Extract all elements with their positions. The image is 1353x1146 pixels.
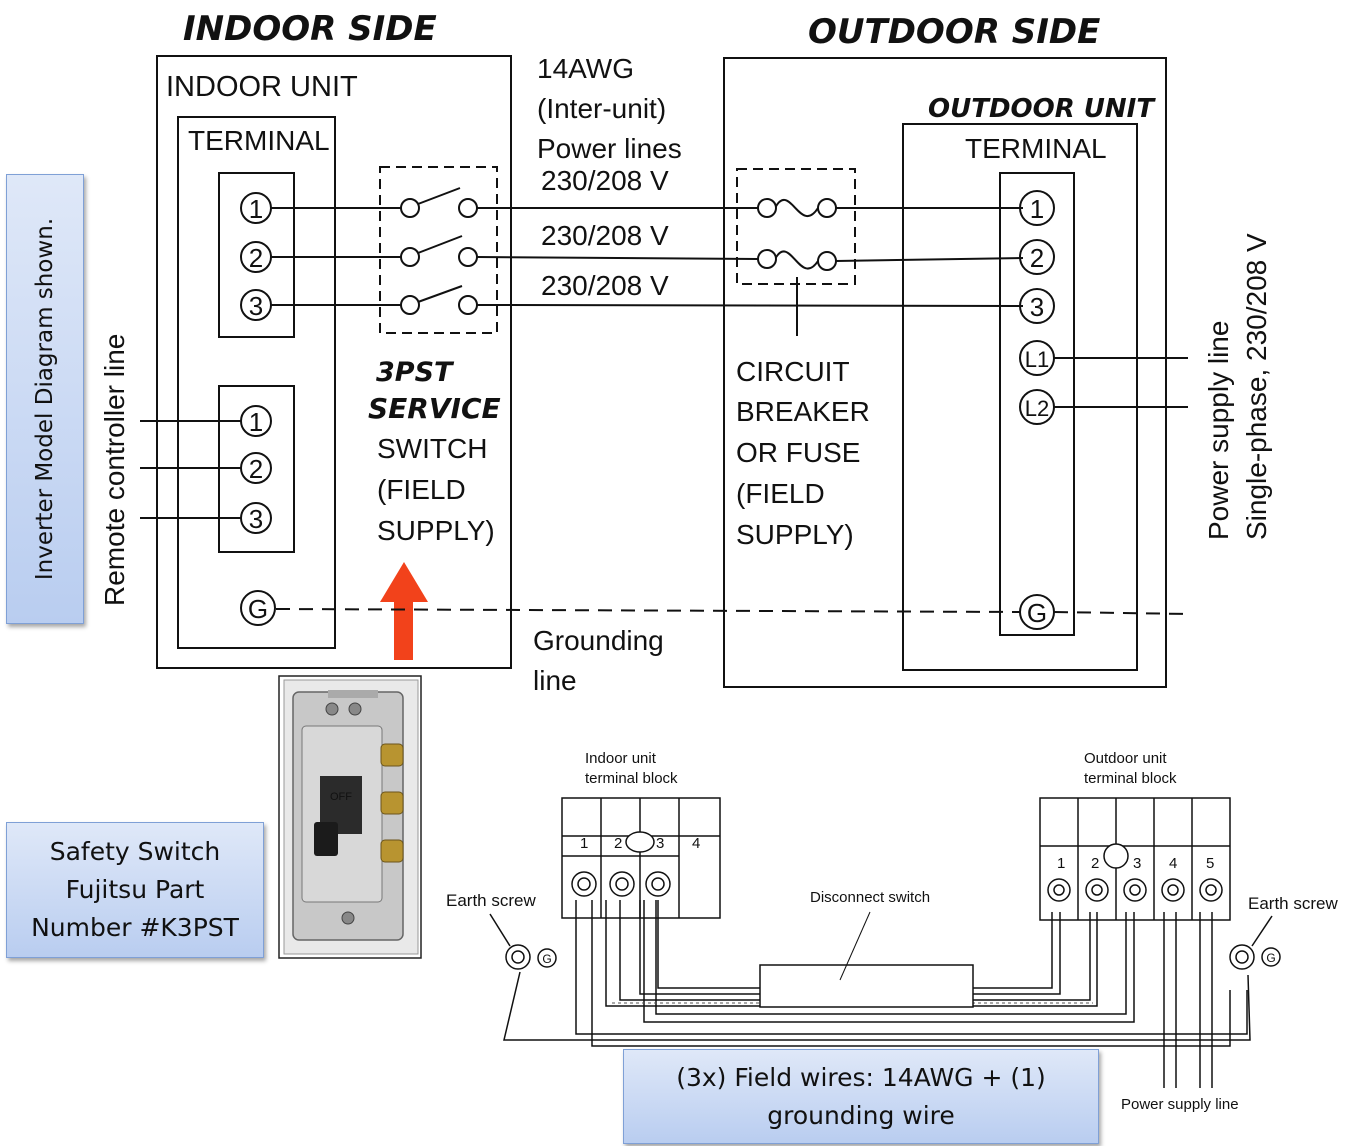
breaker-fuses xyxy=(757,198,837,336)
outdoor-terminal-l1: L1 xyxy=(1025,347,1049,372)
ground-wire xyxy=(503,971,1251,1041)
disconnect-switch-leader xyxy=(839,911,871,981)
remote-terminal-3: 3 xyxy=(249,504,263,534)
service-switch-line-5: SUPPLY) xyxy=(377,515,495,546)
outdoor-block-label-1: Outdoor unit xyxy=(1084,750,1167,767)
field-callout-line-2: grounding wire xyxy=(767,1100,955,1130)
outdoor-terminal-g: G xyxy=(1027,598,1047,628)
grounding-label-1: Grounding xyxy=(533,625,664,656)
outdoor-block-num-1: 1 xyxy=(1057,855,1065,872)
earth-screw-right-label: Earth screw xyxy=(1248,894,1338,913)
service-switch-contacts xyxy=(400,187,478,315)
voltage-label-2: 230/208 V xyxy=(541,220,669,251)
power-supply-bottom-label: Power supply line xyxy=(1121,1096,1239,1113)
grounding-line xyxy=(275,608,1021,613)
outdoor-terminal-3: 3 xyxy=(1030,292,1044,322)
outdoor-terminal-2: 2 xyxy=(1030,243,1044,273)
earth-screw-right-icon xyxy=(1229,915,1281,970)
outdoor-block-num-2: 2 xyxy=(1091,855,1099,872)
indoor-block-num-3: 3 xyxy=(656,835,664,852)
service-switch-line-3: SWITCH xyxy=(377,433,487,464)
indoor-unit xyxy=(156,55,512,669)
breaker-line-3: OR FUSE xyxy=(736,437,860,468)
indoor-terminal-1: 1 xyxy=(249,194,263,224)
outdoor-terminal-circles xyxy=(1019,190,1188,630)
outdoor-block-num-5: 5 xyxy=(1206,855,1214,872)
voltage-label-1: 230/208 V xyxy=(541,165,669,196)
switch-off-label: OFF xyxy=(330,791,352,803)
power-supply-line-label: Power supply line xyxy=(1203,321,1234,540)
service-switch-hand-1: 3PST xyxy=(376,357,455,388)
outdoor-terminal-l2: L2 xyxy=(1025,396,1049,421)
outdoor-terminal-block xyxy=(1039,797,1231,921)
safety-switch-photo xyxy=(278,675,422,959)
remote-terminals xyxy=(140,405,272,534)
ground-symbol-left: G xyxy=(542,952,551,966)
indoor-ground-terminal: G xyxy=(248,594,268,624)
disconnect-switch-box xyxy=(759,964,974,1008)
indoor-block-num-4: 4 xyxy=(692,835,700,852)
outdoor-terminal-screws xyxy=(1047,878,1223,902)
breaker-box xyxy=(736,168,856,285)
indoor-block-label-2: terminal block xyxy=(585,770,678,787)
inverter-callout: Inverter Model Diagram shown. xyxy=(6,174,84,624)
outdoor-block-label-2: terminal block xyxy=(1084,770,1177,787)
indoor-terminal-2: 2 xyxy=(249,243,263,273)
red-arrow xyxy=(380,562,428,660)
remote-controller-label: Remote controller line xyxy=(99,334,130,606)
indoor-terminal-screws xyxy=(571,871,671,897)
indoor-block-num-2: 2 xyxy=(614,835,622,852)
disconnect-switch-label: Disconnect switch xyxy=(810,889,930,906)
safety-callout-line-3: Number #K3PST xyxy=(31,913,239,942)
indoor-unit-title: INDOOR UNIT xyxy=(166,71,358,103)
outdoor-terminal-label: TERMINAL xyxy=(965,133,1107,164)
inter-unit-wires xyxy=(271,207,1024,307)
grounding-label-2: line xyxy=(533,665,577,696)
breaker-line-2: BREAKER xyxy=(736,396,870,427)
outdoor-unit xyxy=(723,57,1167,688)
indoor-block-num-1: 1 xyxy=(580,835,588,852)
service-switch-box xyxy=(379,166,498,334)
inter-unit-label-2: (Inter-unit) xyxy=(537,93,666,124)
indoor-block-label-1: Indoor unit xyxy=(585,750,657,767)
breaker-line-4: (FIELD xyxy=(736,478,825,509)
indoor-terminal-3: 3 xyxy=(249,291,263,321)
single-phase-label: Single-phase, 230/208 V xyxy=(1241,233,1272,540)
outdoor-block-num-3: 3 xyxy=(1133,855,1141,872)
inverter-callout-text: Inverter Model Diagram shown. xyxy=(32,217,58,581)
remote-terminal-1: 1 xyxy=(249,407,263,437)
earth-screw-left-icon xyxy=(489,913,557,970)
field-wires xyxy=(575,900,1248,1088)
breaker-line-1: CIRCUIT xyxy=(736,356,850,387)
safety-callout-line-2: Fujitsu Part xyxy=(65,875,205,904)
remote-terminal-2: 2 xyxy=(249,454,263,484)
indoor-side-heading: INDOOR SIDE xyxy=(183,9,437,49)
outdoor-side-heading: OUTDOOR SIDE xyxy=(808,12,1100,52)
indoor-terminal-label: TERMINAL xyxy=(188,125,330,156)
service-switch-line-4: (FIELD xyxy=(377,474,466,505)
earth-screw-left-label: Earth screw xyxy=(446,891,536,910)
service-switch-hand-2: SERVICE xyxy=(368,392,501,425)
outdoor-block-num-4: 4 xyxy=(1169,855,1177,872)
safety-switch-callout: Safety Switch Fujitsu Part Number #K3PST xyxy=(6,822,264,958)
inter-unit-label-1: 14AWG xyxy=(537,53,634,84)
outdoor-unit-title: OUTDOOR UNIT xyxy=(928,94,1156,124)
ground-symbol-right: G xyxy=(1266,951,1275,965)
indoor-terminal-block xyxy=(561,797,721,919)
field-callout-line-1: (3x) Field wires: 14AWG + (1) xyxy=(676,1062,1046,1092)
field-wires-callout: (3x) Field wires: 14AWG + (1) grounding … xyxy=(623,1049,1099,1144)
voltage-label-3: 230/208 V xyxy=(541,270,669,301)
inter-unit-label-3: Power lines xyxy=(537,133,682,164)
outdoor-terminal-1: 1 xyxy=(1030,194,1044,224)
safety-callout-line-1: Safety Switch xyxy=(49,837,221,866)
indoor-ground-terminal-circle xyxy=(240,590,276,626)
breaker-line-5: SUPPLY) xyxy=(736,519,854,550)
